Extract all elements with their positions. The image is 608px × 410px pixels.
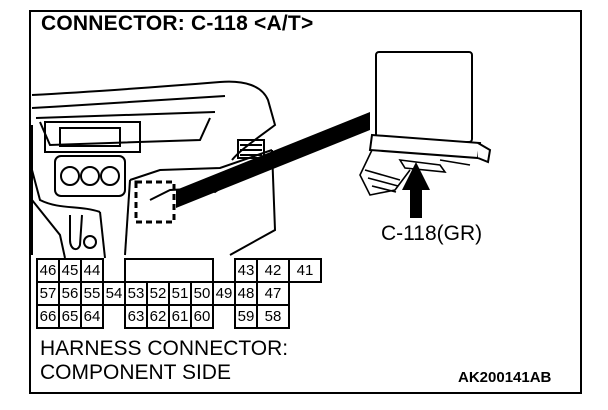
- caption-line2: COMPONENT SIDE: [40, 361, 231, 384]
- pin-62: 62: [146, 304, 170, 329]
- connector-label: C-118(GR): [381, 222, 483, 245]
- pin-42: 42: [256, 258, 290, 283]
- pin-layout: 46 45 44 43 42 41 57 56 55 54 53 52 51 5…: [36, 258, 322, 329]
- figure-frame: [29, 10, 582, 394]
- pin-54: 54: [102, 281, 126, 306]
- figure-code: AK200141AB: [458, 369, 552, 386]
- diagram-title: CONNECTOR: C-118 <A/T>: [41, 12, 314, 35]
- pin-56: 56: [58, 281, 82, 306]
- pin-45: 45: [58, 258, 82, 283]
- pin-65: 65: [58, 304, 82, 329]
- pin-48: 48: [234, 281, 258, 306]
- pin-60: 60: [190, 304, 214, 329]
- pin-64: 64: [80, 304, 104, 329]
- pin-53: 53: [124, 281, 148, 306]
- pin-47: 47: [256, 281, 290, 306]
- connector-location-box: [134, 180, 176, 224]
- caption: HARNESS CONNECTOR: COMPONENT SIDE: [40, 337, 288, 385]
- pin-52: 52: [146, 281, 170, 306]
- pin-61: 61: [168, 304, 192, 329]
- pin-58: 58: [256, 304, 290, 329]
- harness-connector-drawing: [359, 149, 471, 196]
- pin-44: 44: [80, 258, 104, 283]
- pin-57: 57: [36, 281, 60, 306]
- pin-66: 66: [36, 304, 60, 329]
- pin-49: 49: [212, 281, 236, 306]
- pin-59: 59: [234, 304, 258, 329]
- dashboard-drawing: [31, 80, 277, 259]
- control-unit: [368, 51, 492, 164]
- connector-arrow: [402, 162, 430, 218]
- pin-50: 50: [190, 281, 214, 306]
- pin-43: 43: [234, 258, 258, 283]
- pointer-wedge: [176, 112, 370, 208]
- caption-line1: HARNESS CONNECTOR:: [40, 337, 289, 360]
- pin-41: 41: [288, 258, 322, 283]
- pin-51: 51: [168, 281, 192, 306]
- pin-63: 63: [124, 304, 148, 329]
- pin-46: 46: [36, 258, 60, 283]
- pin-55: 55: [80, 281, 104, 306]
